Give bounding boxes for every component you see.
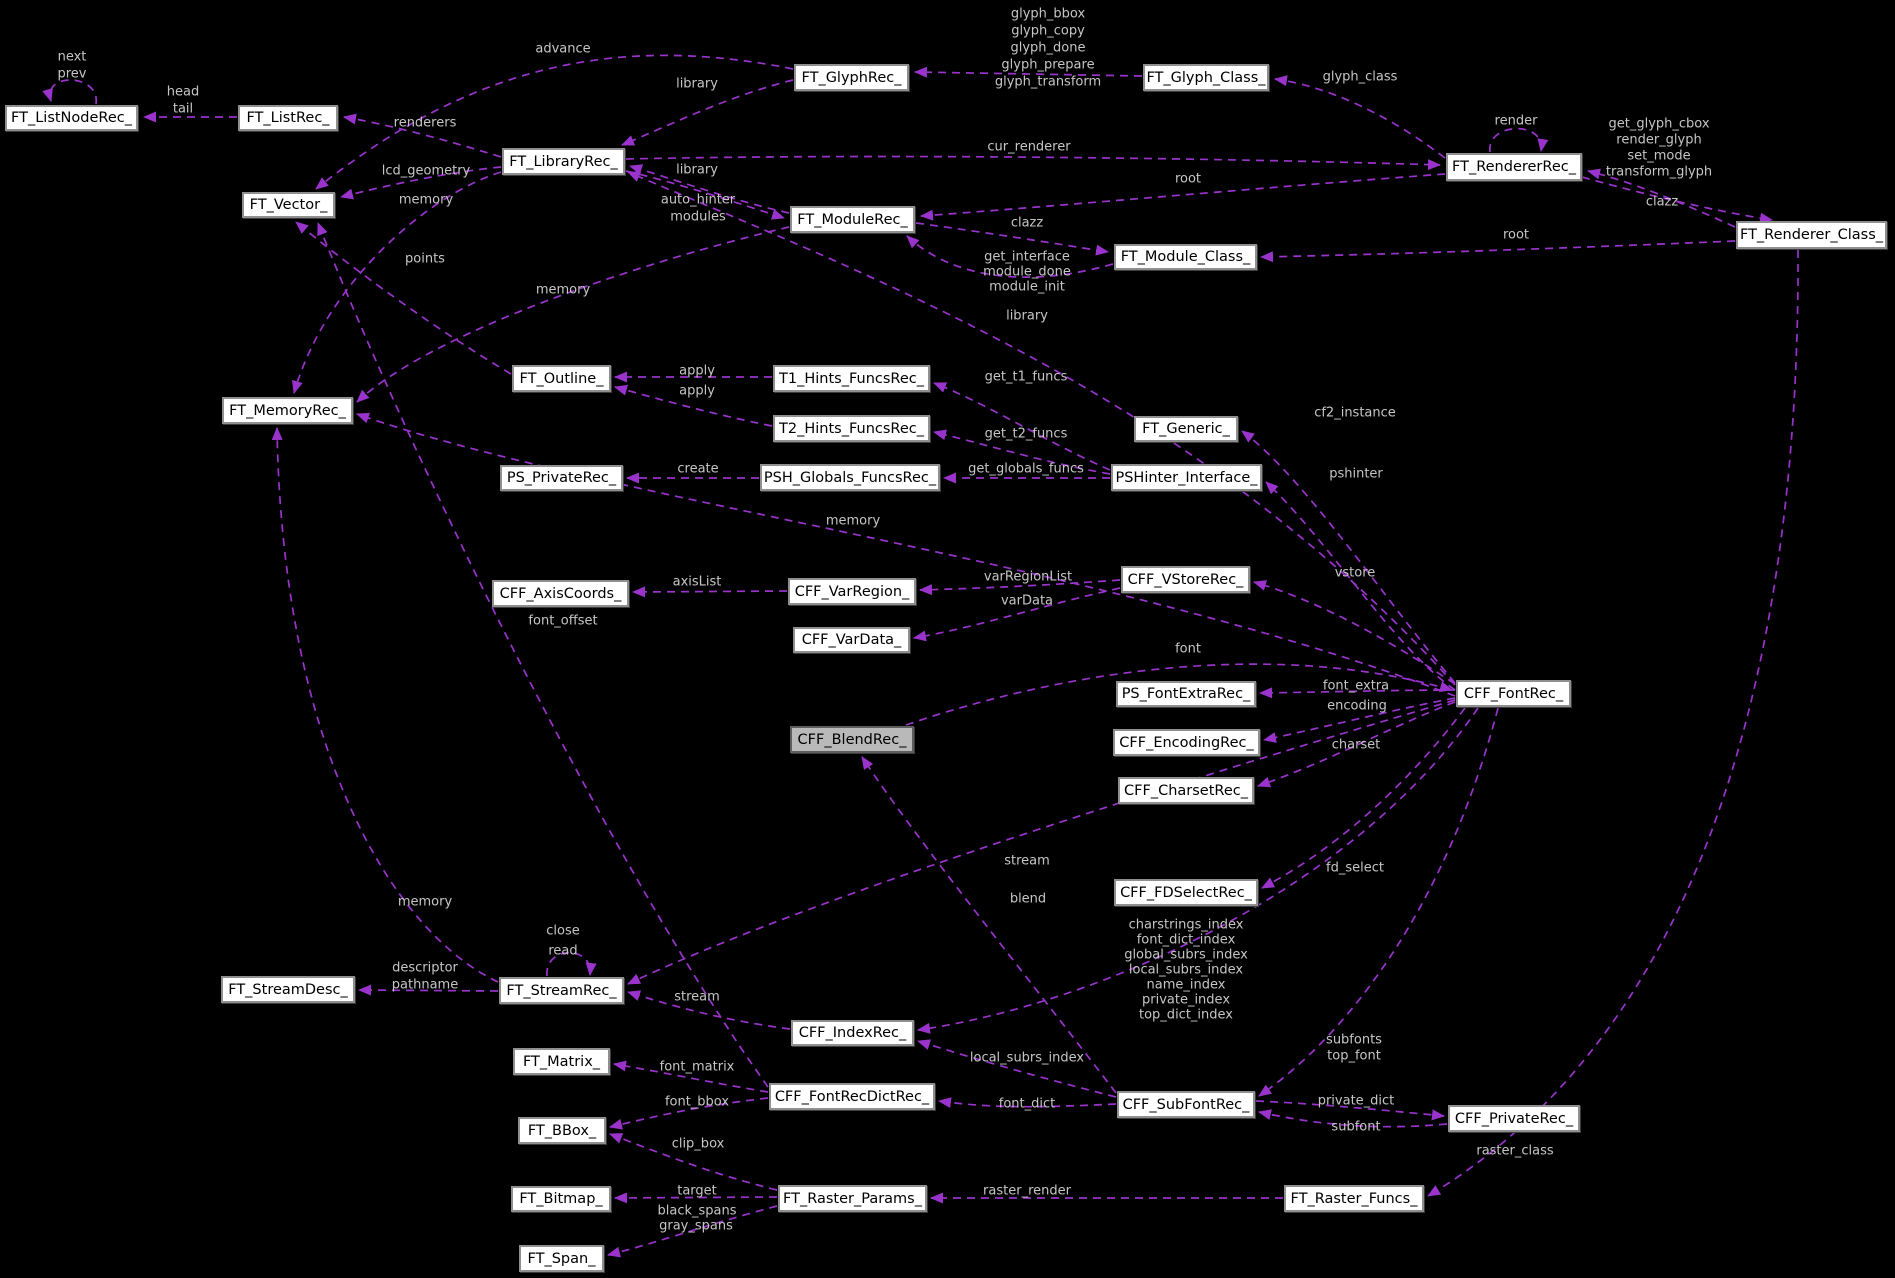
node-CFF_FDSelectRec_[interactable]: CFF_FDSelectRec_ [1114,879,1258,906]
node-CFF_IndexRec_[interactable]: CFF_IndexRec_ [791,1020,914,1046]
node-CFF_CharsetRec_[interactable]: CFF_CharsetRec_ [1118,777,1254,804]
edge-module-class-funcs [906,235,1114,279]
edge-clip_box [609,1133,778,1191]
node-CFF_VarRegion_[interactable]: CFF_VarRegion_ [788,578,916,605]
edge-index-funcs [917,707,1479,1034]
edge-charset [1257,701,1456,788]
edge-varData [913,587,1121,642]
node-FT_Outline_[interactable]: FT_Outline_ [512,365,611,392]
node-FT_Bitmap_[interactable]: FT_Bitmap_ [511,1186,611,1212]
node-FT_LibraryRec_[interactable]: FT_LibraryRec_ [502,148,625,175]
node-T2_Hints_FuncsRec_[interactable]: T2_Hints_FuncsRec_ [773,415,930,442]
node-PSHinter_Interface_[interactable]: PSHinter_Interface_ [1111,464,1262,491]
edge-glyph-funcs [914,66,1143,78]
node-FT_Renderer_Class_[interactable]: FT_Renderer_Class_ [1736,221,1887,249]
edge-get_t1_funcs [933,382,1111,471]
node-PS_FontExtraRec_[interactable]: PS_FontExtraRec_ [1116,681,1256,707]
edge-fd_select [1261,707,1466,889]
node-FT_GlyphRec_[interactable]: FT_GlyphRec_ [794,64,909,91]
edge-axisList [632,586,788,598]
node-FT_Raster_Funcs_[interactable]: FT_Raster_Funcs_ [1284,1185,1424,1212]
node-FT_Matrix_[interactable]: FT_Matrix_ [513,1048,610,1075]
edge-glyph_class [1274,75,1446,159]
edge-library-cff [627,171,1456,686]
edge-points [295,221,512,375]
node-FT_Module_Class_[interactable]: FT_Module_Class_ [1114,244,1257,270]
node-CFF_AxisCoords_[interactable]: CFF_AxisCoords_ [492,580,629,607]
node-FT_ListRec_[interactable]: FT_ListRec_ [238,105,338,131]
node-FT_Glyph_Class_[interactable]: FT_Glyph_Class_ [1143,64,1269,91]
edge-memory-library [292,171,502,394]
edge-apply-t2 [614,384,773,427]
edge-memory-stream [271,427,499,983]
edge-cf2_instance [1241,430,1456,684]
edge-library-glyph [621,79,794,146]
edge-stream-index [627,990,791,1030]
edge-library-module [629,164,790,214]
edge-next-prev-loop [42,79,97,105]
edge-root-class [1260,240,1736,263]
edge-font_offset [317,222,769,1088]
node-FT_ModuleRec_[interactable]: FT_ModuleRec_ [790,206,915,233]
edge-font_bbox [609,1097,769,1130]
edge-encoding [1263,697,1456,743]
node-CFF_SubFontRec_[interactable]: CFF_SubFontRec_ [1117,1091,1255,1118]
edge-font_extra [1259,687,1456,699]
edge-renderer-class-funcs [1587,168,1736,228]
edge-blend [861,756,1117,1094]
node-PS_PrivateRec_[interactable]: PS_PrivateRec_ [500,465,623,491]
edge-stream-cff [627,699,1456,985]
node-FT_Span_[interactable]: FT_Span_ [519,1245,604,1272]
edge-get_t2_funcs [933,429,1111,475]
edge-advance [315,54,794,190]
edge-pshinter [1265,481,1456,691]
edge-black-gray-spans [607,1205,778,1258]
edge-root-renderer [920,173,1446,221]
edge-vstore [1253,580,1456,685]
node-CFF_VarData_[interactable]: CFF_VarData_ [793,627,910,653]
node-FT_MemoryRec_[interactable]: FT_MemoryRec_ [222,397,353,424]
node-FT_ListNodeRec_[interactable]: FT_ListNodeRec_ [5,105,138,131]
node-FT_Vector_[interactable]: FT_Vector_ [242,192,335,218]
edge-render-loop [1489,127,1549,153]
edge-memory-cff [356,412,1456,697]
edge-target [614,1192,778,1204]
edge-local_subrs_index [917,1039,1117,1098]
node-CFF_PrivateRec_[interactable]: CFF_PrivateRec_ [1448,1105,1580,1132]
edge-clazz-renderer [1581,176,1773,224]
node-FT_Generic_[interactable]: FT_Generic_ [1134,416,1238,442]
edge-lcd_geometry [340,166,502,200]
edge-descriptor-pathname [358,984,499,996]
edge-private_dict [1255,1100,1445,1121]
edge-font [905,663,1453,726]
edge-close-read-loop [546,951,597,977]
edge-subfont [1258,1109,1448,1128]
edge-font_matrix [613,1060,769,1093]
node-FT_RendererRec_[interactable]: FT_RendererRec_ [1446,153,1582,181]
edge-cur_renderer [625,155,1441,171]
edge-font_dict [938,1097,1117,1109]
edge-varRegionList [919,579,1121,596]
node-T1_Hints_FuncsRec_[interactable]: T1_Hints_FuncsRec_ [773,365,930,392]
node-CFF_EncodingRec_[interactable]: CFF_EncodingRec_ [1113,729,1260,756]
node-CFF_FontRec_[interactable]: CFF_FontRec_ [1456,680,1571,707]
node-CFF_BlendRec_[interactable]: CFF_BlendRec_ [790,726,914,753]
edge-raster_class [1427,249,1799,1197]
edge-clazz-module [915,222,1109,256]
edge-memory-module [356,226,790,403]
node-PSH_Globals_FuncsRec_[interactable]: PSH_Globals_FuncsRec_ [760,464,940,491]
node-FT_BBox_[interactable]: FT_BBox_ [518,1117,606,1144]
edge-subfonts-top_font [1258,707,1499,1097]
node-CFF_VStoreRec_[interactable]: CFF_VStoreRec_ [1121,566,1250,593]
edge-auto_hinter-modules [625,170,785,220]
edge-renderers [343,113,502,158]
node-FT_Raster_Params_[interactable]: FT_Raster_Params_ [778,1185,927,1212]
node-CFF_FontRecDictRec_[interactable]: CFF_FontRecDictRec_ [769,1083,935,1110]
node-FT_StreamRec_[interactable]: FT_StreamRec_ [499,977,624,1004]
node-FT_StreamDesc_[interactable]: FT_StreamDesc_ [221,976,355,1003]
